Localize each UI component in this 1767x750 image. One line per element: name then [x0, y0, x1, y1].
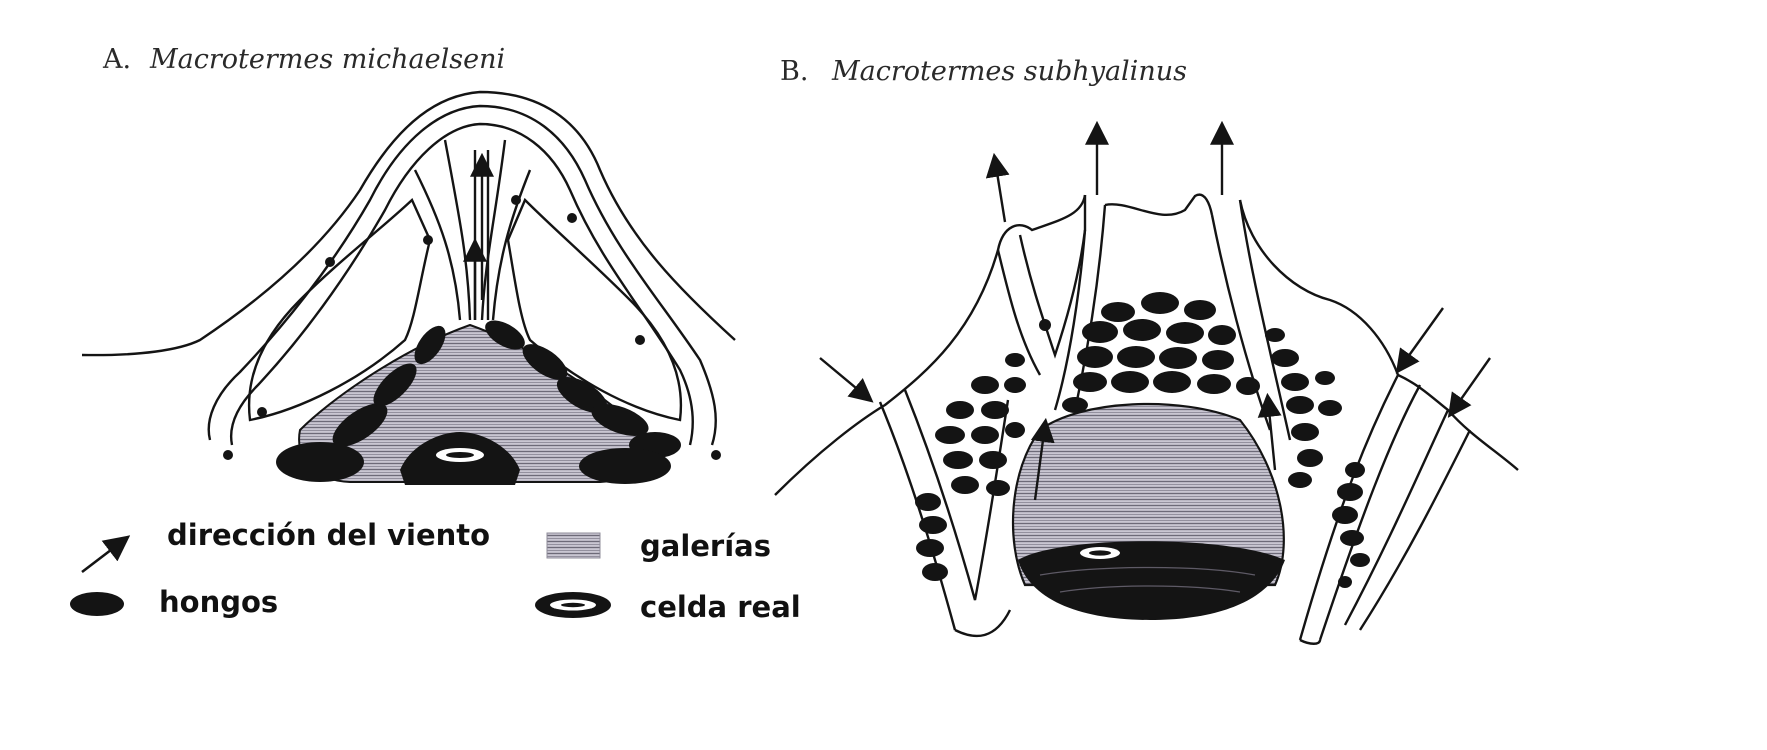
fungus: [1271, 349, 1299, 367]
fungus: [1315, 371, 1335, 385]
fungus: [1350, 553, 1370, 567]
fungus: [414, 325, 446, 365]
fungus: [1236, 377, 1260, 395]
mound-a-wind-arrows: [463, 152, 494, 320]
fungus: [591, 404, 649, 436]
fungus: [1166, 322, 1204, 344]
fungus: [1340, 530, 1364, 546]
mound-a-royal-cell: [400, 432, 520, 485]
fungus: [1345, 462, 1365, 478]
fungus: [1332, 506, 1358, 524]
fungus: [915, 493, 941, 511]
fungus: [579, 448, 671, 484]
mound-a-vents: [223, 195, 721, 460]
legend-wind-label: dirección del viento: [167, 518, 490, 552]
fungus: [485, 320, 525, 350]
fungus: [1005, 353, 1025, 367]
mound-b-wind-arrows: [819, 120, 1491, 501]
legend-fungi-label: hongos: [159, 585, 278, 619]
fungus: [971, 376, 999, 394]
fungus: [986, 480, 1010, 496]
fungus: [981, 401, 1009, 419]
mound-a: [81, 90, 736, 446]
ground-line-a: [81, 90, 736, 357]
mound-a-fungi: [276, 320, 681, 484]
fungus: [943, 451, 973, 469]
fungus: [1208, 325, 1236, 345]
fungus: [1184, 300, 1216, 320]
fungus: [332, 403, 388, 447]
fungus: [922, 563, 948, 581]
fungus: [1338, 576, 1352, 588]
mound-b-right-wall: [1238, 199, 1519, 471]
fungus: [1197, 374, 1231, 394]
legend: dirección del viento galerías hongos cel…: [70, 518, 801, 624]
legend-wind-arrow-icon: [81, 535, 131, 574]
mound-a-chimney-left: [413, 139, 472, 321]
fungus: [1039, 319, 1051, 331]
legend-royal-cell-icon: [535, 592, 611, 618]
mound-b-left-wall: [774, 194, 1087, 496]
mound-b-base-right: [1299, 638, 1322, 645]
fungus: [971, 426, 999, 444]
fungus: [1004, 377, 1026, 393]
fungus: [1005, 422, 1025, 438]
mound-b: [774, 193, 1519, 645]
legend-royal-cell-label: celda real: [640, 590, 801, 624]
mound-b-royal-cell: [1018, 541, 1285, 620]
fungus: [951, 476, 979, 494]
panel-b-letter: B.: [780, 56, 808, 87]
legend-fungi-icon: [70, 592, 124, 616]
mound-b-top: [1104, 193, 1214, 216]
fungus: [1318, 400, 1342, 416]
fungus: [1062, 397, 1088, 413]
legend-galleries-icon: [546, 532, 601, 559]
fungus: [1337, 483, 1363, 501]
fungus: [1159, 347, 1197, 369]
mound-a-left-void: [247, 197, 432, 422]
fungus: [1101, 302, 1135, 322]
fungus: [919, 516, 947, 534]
mound-a-outer-shell: [207, 104, 717, 446]
fungus: [276, 442, 364, 482]
fungus: [946, 401, 974, 419]
fungus: [935, 426, 965, 444]
fungus: [916, 539, 944, 557]
panel-a-letter: A.: [102, 44, 131, 75]
mound-b-inner-channel-left: [996, 229, 1087, 376]
fungus: [1111, 371, 1149, 393]
legend-galleries-label: galerías: [640, 529, 771, 563]
fungus: [1202, 350, 1234, 370]
fungus: [556, 377, 608, 413]
mound-b-base-left: [954, 609, 1012, 638]
mound-b-right-channel: [1210, 199, 1292, 441]
fungus: [979, 451, 1007, 469]
mound-b-galleries: [1011, 402, 1285, 587]
fungus: [1153, 371, 1191, 393]
mound-a-chimney-right: [480, 139, 532, 321]
mound-b-left-channel: [878, 389, 1010, 631]
fungus: [1286, 396, 1314, 414]
fungus: [1141, 292, 1179, 314]
fungus: [1082, 321, 1118, 343]
fungus: [522, 344, 568, 380]
mound-b-fungi: [915, 292, 1370, 588]
fungus: [1291, 423, 1319, 441]
fungus: [1117, 346, 1155, 368]
fungus: [373, 363, 417, 407]
panel-a-species: Macrotermes michaelseni: [149, 44, 505, 75]
fungus: [1265, 328, 1285, 342]
fungus: [1281, 373, 1309, 391]
mound-a-right-void: [506, 197, 683, 422]
panel-b-species: Macrotermes subhyalinus: [831, 56, 1187, 87]
fungus: [1123, 319, 1161, 341]
fungus: [1077, 346, 1113, 368]
fungus: [1297, 449, 1323, 467]
fungus: [1073, 372, 1107, 392]
fungus: [1288, 472, 1312, 488]
